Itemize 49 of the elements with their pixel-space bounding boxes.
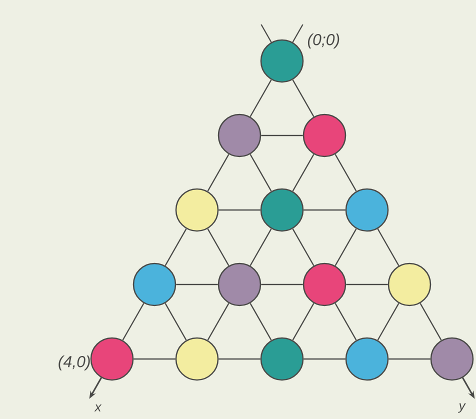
- circle-node: [175, 188, 219, 232]
- circle-node: [345, 337, 389, 381]
- grid-line: [304, 358, 346, 360]
- grid-line: [250, 154, 272, 192]
- grid-line: [261, 284, 303, 286]
- grid-line: [164, 303, 187, 340]
- circle-node: [260, 188, 304, 232]
- grid-line: [377, 228, 400, 266]
- coordinate-label: (0;0): [308, 34, 340, 48]
- grid-line: [250, 303, 272, 340]
- grid-line: [218, 358, 260, 360]
- circle-node: [132, 262, 176, 306]
- grid-line: [261, 134, 303, 136]
- grid-line: [420, 303, 442, 340]
- circle-node: [218, 114, 262, 158]
- grid-line: [134, 358, 176, 360]
- grid-line: [388, 358, 430, 360]
- circle-node: [175, 337, 219, 381]
- grid-line: [250, 228, 272, 266]
- grid-line: [334, 303, 357, 340]
- grid-line: [207, 154, 230, 192]
- grid-line: [207, 228, 230, 266]
- circle-node: [302, 114, 346, 158]
- grid-line: [218, 209, 260, 211]
- grid-line: [164, 228, 187, 266]
- grid-line: [304, 209, 346, 211]
- grid-line: [346, 284, 388, 286]
- circle-node: [388, 262, 432, 306]
- grid-line: [377, 303, 400, 340]
- grid-line: [292, 228, 314, 266]
- grid-line: [207, 303, 230, 340]
- grid-line: [176, 284, 218, 286]
- grid-line: [334, 228, 357, 266]
- circle-node: [260, 39, 304, 83]
- grid-line: [334, 154, 357, 192]
- circle-node: [90, 337, 134, 381]
- grid-line: [122, 303, 144, 340]
- grid-line: [292, 154, 314, 192]
- circle-node: [430, 337, 474, 381]
- circle-node: [218, 262, 262, 306]
- grid-line: [292, 80, 314, 117]
- coordinate-label: (4,0): [58, 356, 90, 370]
- axis-label: y: [458, 403, 466, 413]
- circle-node: [302, 262, 346, 306]
- circle-node: [260, 337, 304, 381]
- circle-node: [345, 188, 389, 232]
- grid-line: [292, 303, 314, 340]
- grid-line: [250, 80, 272, 117]
- axis-label: x: [94, 404, 102, 412]
